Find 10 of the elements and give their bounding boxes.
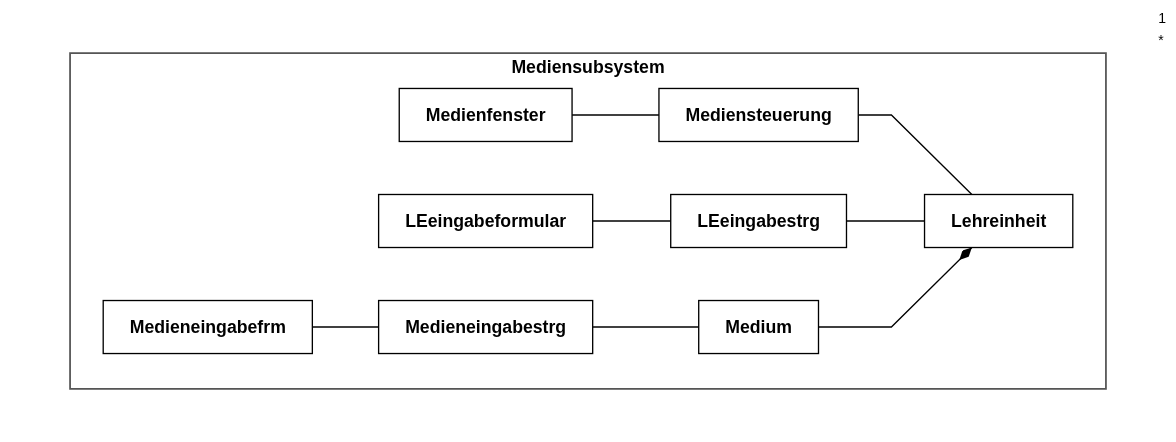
node-box: Medium [698,299,820,355]
node-box: Medieneingabestrg [377,299,594,355]
multiplicity-label: 1 [1158,10,1166,26]
node-box: LEeingabestrg [670,193,848,249]
multiplicity-label: * [1158,32,1165,48]
node-box: Medienfenster [398,87,573,143]
node-box: Mediensteuerung [658,87,859,143]
node-box: Lehreinheit [923,193,1074,249]
node-box: Medieneingabefrm [102,299,313,355]
node-box: LEeingabeformular [377,193,594,249]
